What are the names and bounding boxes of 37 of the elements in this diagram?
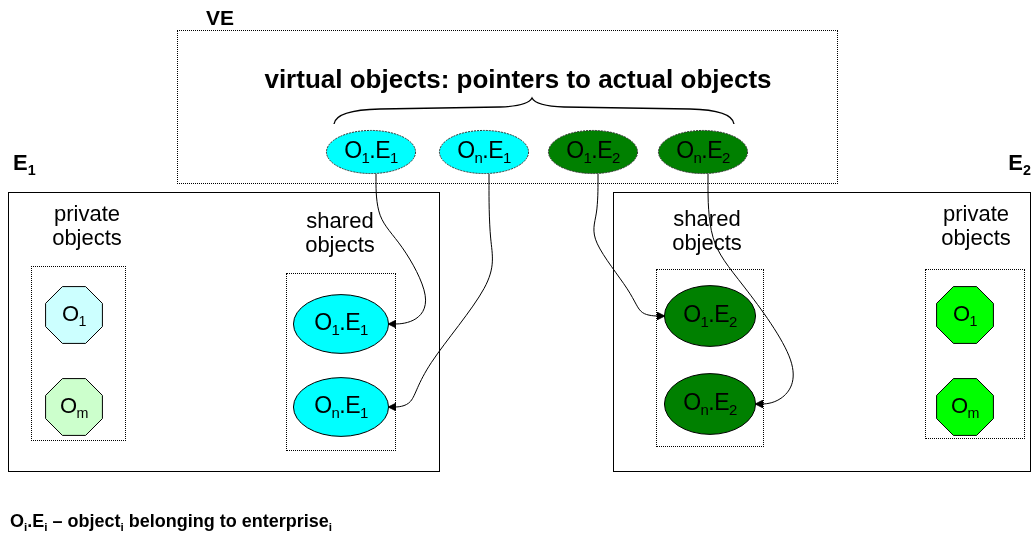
object-ellipse [658, 130, 748, 174]
object-ellipse [664, 373, 756, 435]
object-label: O$_{1}$ [60, 301, 88, 326]
group-label: shared objects [304, 209, 376, 258]
arrow [387, 173, 493, 412]
heading: VE [206, 6, 235, 30]
object-label: O$_{m}$ [949, 393, 980, 418]
arrow [707, 173, 794, 409]
enterprise-label: E$_{2}$ [1007, 151, 1031, 176]
object-ellipse [548, 130, 638, 174]
object-label: O$_{1}$.E$_{2}$ [565, 138, 621, 164]
object-ellipse [293, 377, 389, 437]
object-octagon [936, 286, 994, 344]
object-octagon [45, 378, 103, 436]
object-octagon [45, 286, 103, 344]
object-label: O$_{1}$.E$_{1}$ [343, 138, 399, 164]
object-label: O$_{1}$.E$_{2}$ [682, 302, 738, 328]
object-label: O$_{1}$.E$_{1}$ [313, 310, 369, 336]
heading: virtual objects: pointers to actual objects [263, 65, 773, 94]
object-label: O$_{n}$.E$_{2}$ [675, 138, 731, 164]
object-ellipse [439, 130, 529, 174]
caption: O$_{i}$.E$_{i}$ – object$_{i}$ belonging to enterprise$_{i}$ [10, 512, 333, 532]
enterprise-label: E$_{1}$ [13, 151, 37, 176]
group-label: private objects [51, 202, 123, 251]
object-label: O$_{m}$ [58, 393, 89, 418]
object-ellipse [293, 294, 389, 354]
arrow [593, 173, 666, 321]
group-label: private objects [940, 202, 1012, 251]
object-label: O$_{n}$.E$_{1}$ [313, 393, 369, 419]
object-ellipse [664, 285, 756, 347]
group-label: shared objects [671, 207, 743, 256]
object-label: O$_{n}$.E$_{2}$ [682, 390, 738, 416]
arrow [375, 173, 427, 329]
object-label: O$_{n}$.E$_{1}$ [456, 138, 512, 164]
object-ellipse [326, 130, 416, 174]
object-label: O$_{1}$ [951, 301, 979, 326]
object-octagon [936, 378, 994, 436]
